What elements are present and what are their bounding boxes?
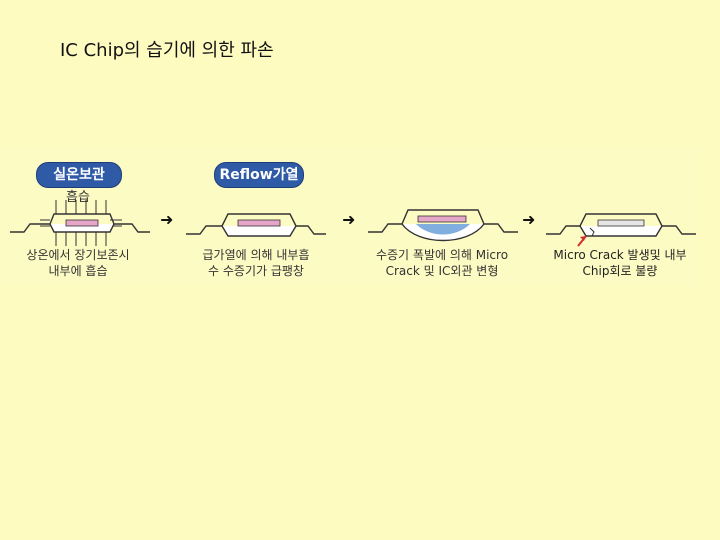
stage1-caption-line1: 상온에서 장기보존시 xyxy=(26,248,130,262)
storage-pill: 실온보관 xyxy=(36,162,122,188)
stage3-chip xyxy=(368,209,518,242)
stage4-chip xyxy=(546,213,696,247)
stage3-caption-line2: Crack 및 IC외관 변형 xyxy=(385,264,499,278)
next-arrow-2: ➜ xyxy=(342,210,356,229)
absorb-label: 흡습 xyxy=(66,190,90,205)
stage2-chip xyxy=(186,213,326,237)
next-arrow-1: ➜ xyxy=(160,210,174,229)
stage1-chip xyxy=(10,200,150,246)
stage2-caption-line2: 수 수증기가 급팽창 xyxy=(208,264,304,278)
stage1-caption-line2: 내부에 흡습 xyxy=(48,264,108,278)
reflow-pill: Reflow가열 xyxy=(214,162,304,188)
next-arrow-3: ➜ xyxy=(522,210,536,229)
stage4-caption-line1: Micro Crack 발생및 내부 xyxy=(553,248,687,262)
moisture-damage-diagram: 실온보관 흡습 Reflow가열 ➜ ➜ ➜ xyxy=(0,148,700,286)
stage4-caption-line2: Chip회로 불량 xyxy=(582,264,658,278)
page-title: IC Chip의 습기에 의한 파손 xyxy=(60,40,274,61)
stage2-caption-line1: 급가열에 의해 내부흡 xyxy=(202,248,310,262)
stage3-caption-line1: 수증기 폭발에 의해 Micro xyxy=(375,248,509,262)
